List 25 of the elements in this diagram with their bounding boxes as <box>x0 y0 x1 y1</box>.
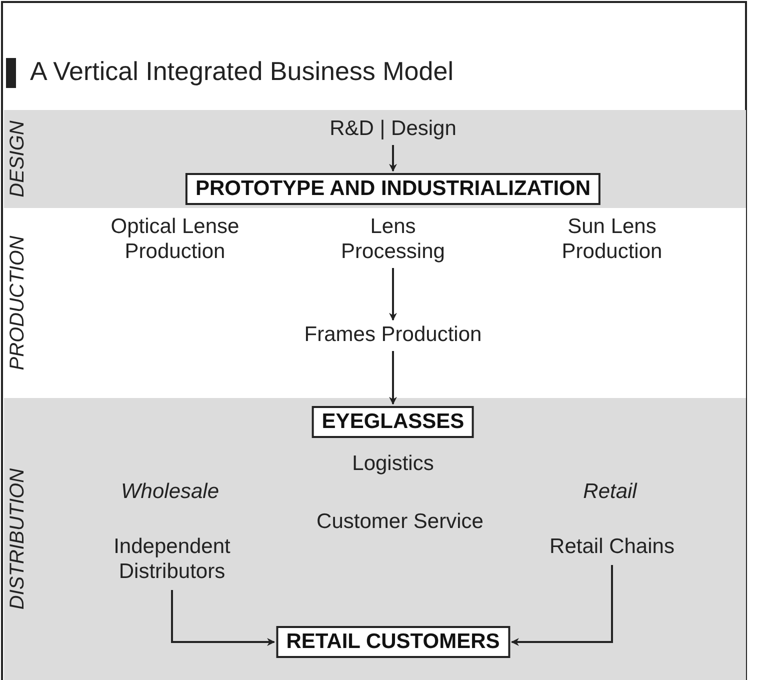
process-label: Optical Lense Production <box>90 214 260 264</box>
process-label: R&D | Design <box>330 116 456 141</box>
process-label: Retail Chains <box>547 534 677 559</box>
swimlane-band <box>4 398 746 680</box>
process-box: PROTOTYPE AND INDUSTRIALIZATION <box>185 173 601 205</box>
swimlane-band <box>4 110 746 208</box>
channel-heading: Retail <box>583 480 637 504</box>
service-label: Customer Service <box>316 510 484 534</box>
process-label: Independent Distributors <box>102 534 242 584</box>
arrow <box>171 590 276 646</box>
lane-label: PRODUCTION <box>6 236 30 370</box>
process-label: Frames Production <box>304 322 482 347</box>
channel-heading: Wholesale <box>120 480 220 504</box>
title: A Vertical Integrated Business Model <box>30 56 454 87</box>
arrow <box>389 145 397 172</box>
process-box: EYEGLASSES <box>312 406 474 438</box>
arrow <box>510 565 613 646</box>
process-label: Lens Processing <box>323 214 463 264</box>
lane-label: DESIGN <box>6 120 30 198</box>
lane-label: DISTRIBUTION <box>6 468 30 610</box>
process-label: Sun Lens Production <box>547 214 677 264</box>
arrow <box>389 268 397 321</box>
service-label: Logistics <box>352 452 434 476</box>
arrow <box>389 351 397 405</box>
process-box: RETAIL CUSTOMERS <box>276 626 510 658</box>
